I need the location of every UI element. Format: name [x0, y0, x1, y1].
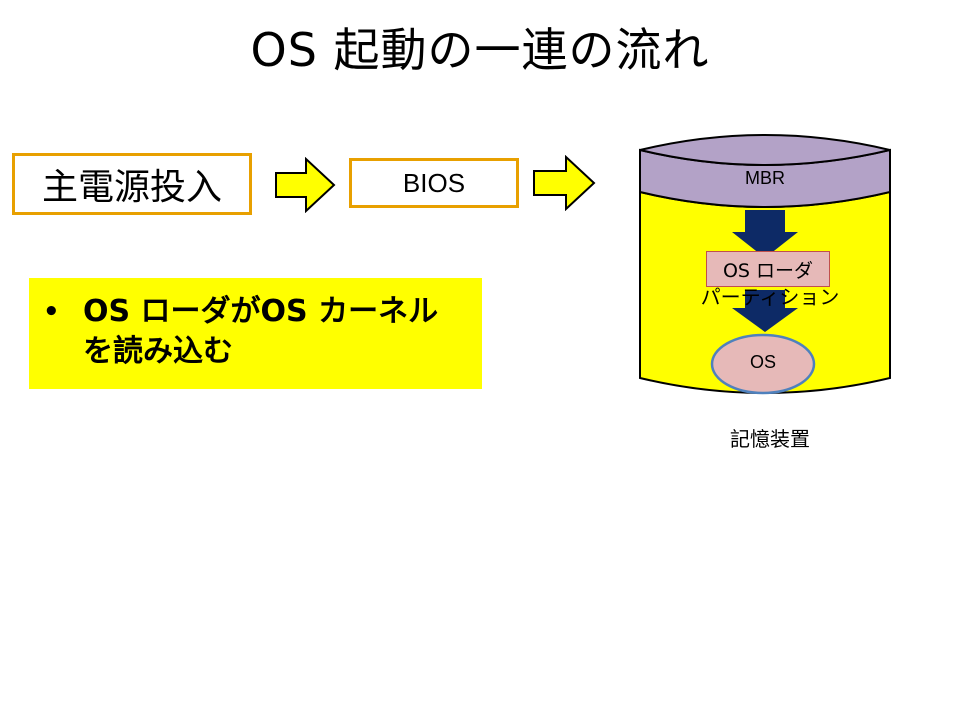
drum-top — [639, 134, 891, 166]
storage-device-drum — [639, 134, 891, 395]
callout-line-2: を読み込む — [83, 334, 233, 369]
power-on-box: 主電源投入 — [12, 153, 252, 215]
bullet-marker: • — [43, 297, 60, 327]
os-ellipse — [710, 333, 816, 395]
partition-label: パーティション — [700, 285, 840, 309]
os-loader-label: OS ローダ — [722, 259, 814, 282]
down-arrow-icon — [732, 210, 798, 258]
right-arrow-icon — [275, 157, 336, 213]
os-label: OS — [749, 352, 776, 372]
bios-label: BIOS — [402, 167, 466, 198]
explanation-callout: • OS ローダがOS カーネル を読み込む — [29, 278, 482, 389]
bios-box: BIOS — [349, 158, 519, 208]
right-arrow-icon — [533, 155, 596, 211]
down-arrow-icon — [732, 290, 798, 332]
callout-line-1: OS ローダがOS カーネル — [83, 294, 439, 329]
slide-title: OS 起動の一連の流れ — [250, 23, 710, 77]
mbr-label: MBR — [745, 168, 785, 188]
storage-device-label: 記憶装置 — [730, 427, 810, 451]
os-loader-box: OS ローダ — [706, 251, 830, 287]
power-on-label: 主電源投入 — [41, 167, 222, 208]
